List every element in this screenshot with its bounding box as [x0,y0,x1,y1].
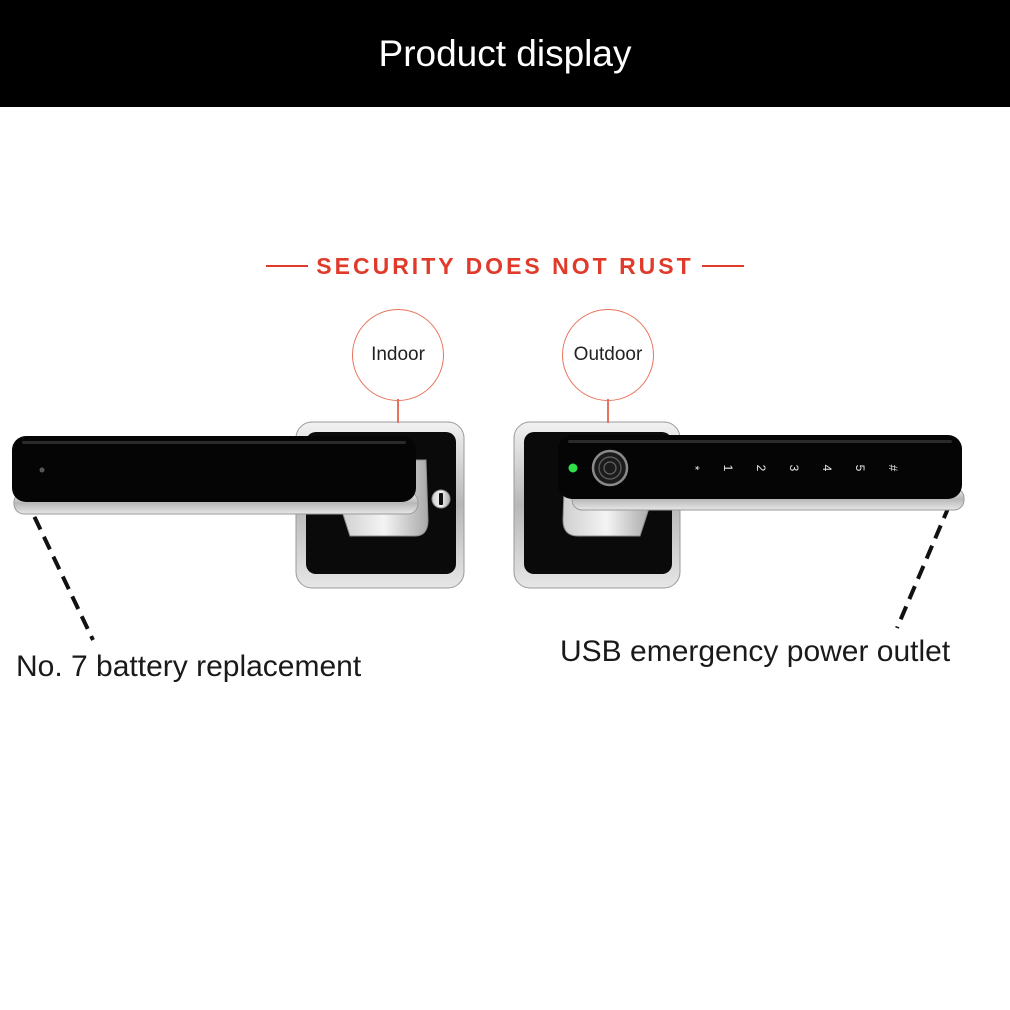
keypad-key-star[interactable]: * [688,466,702,471]
outdoor-label: Outdoor [573,344,643,365]
keypad-key-4[interactable]: 4 [820,465,834,472]
tagline-text: SECURITY DOES NOT RUST [316,252,694,279]
outdoor-lock: * 1 2 3 4 5 # [513,421,965,589]
indoor-lock [12,421,465,589]
fingerprint-ridge-outer [598,456,622,480]
tagline: SECURITY DOES NOT RUST [0,250,1010,282]
outdoor-callout: Outdoor [562,309,654,401]
keypad-key-3[interactable]: 3 [787,465,801,472]
keyhole-slot [439,493,443,505]
page-title: Product display [378,32,632,74]
outdoor-handle-lever [558,435,962,499]
fingerprint-sensor-icon[interactable] [591,449,629,487]
keypad-key-5[interactable]: 5 [853,465,867,472]
fingerprint-ridge-inner [603,461,617,475]
indoor-label: Indoor [371,344,425,365]
tagline-left-rule [266,265,309,267]
usb-caption: USB emergency power outlet [560,635,951,668]
outdoor-callout-stem [607,399,609,423]
outdoor-lever-highlight [568,440,952,443]
indoor-indicator-icon [39,467,45,473]
keypad-key-1[interactable]: 1 [721,465,735,472]
battery-caption: No. 7 battery replacement [16,650,362,683]
tagline-right-rule [701,265,744,267]
keypad-key-2[interactable]: 2 [754,465,768,472]
header-bar: Product display [0,0,1010,107]
indoor-callout-stem [397,399,399,423]
indoor-lever-highlight [22,441,406,444]
battery-leader-line [23,496,95,641]
indoor-handle-lever [12,436,416,502]
status-led-icon [568,463,578,473]
indoor-callout: Indoor [352,309,444,401]
keypad-key-hash[interactable]: # [886,465,900,472]
keypad: * 1 2 3 4 5 # [688,465,900,472]
